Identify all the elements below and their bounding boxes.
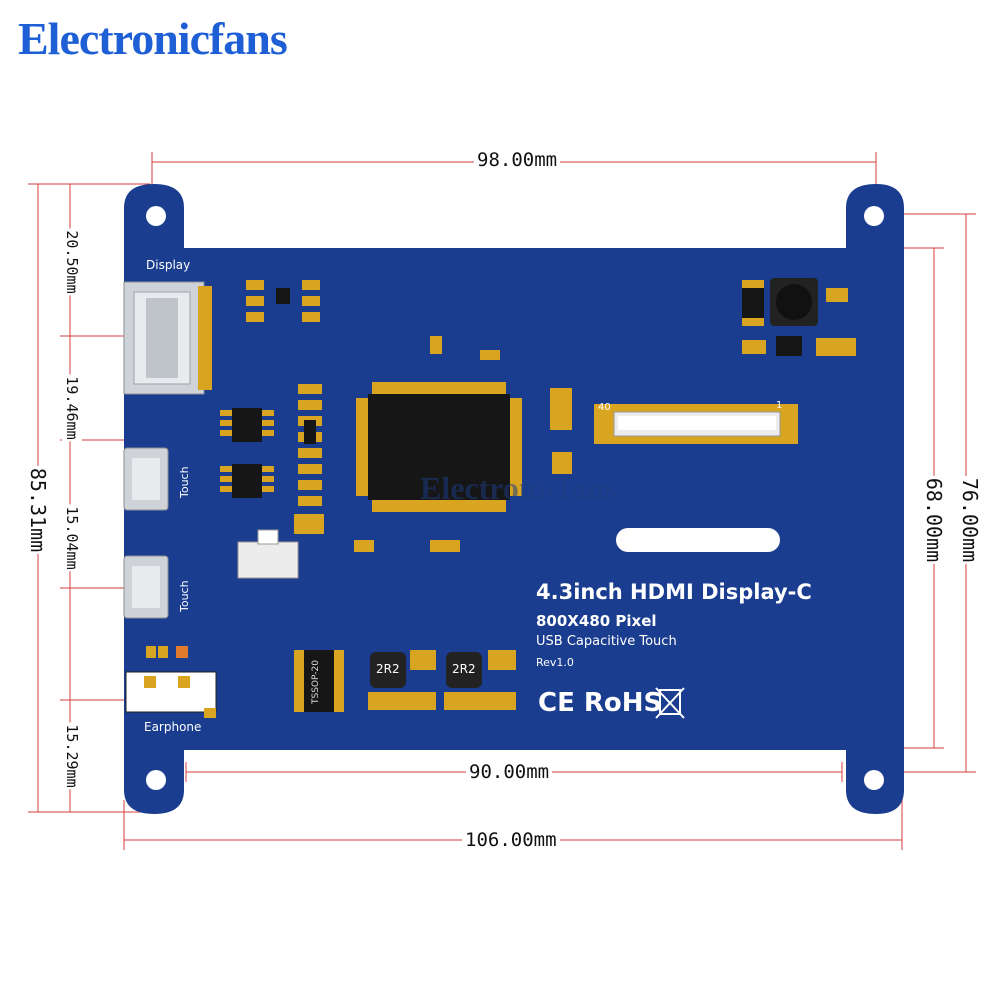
usb-port-1 [123, 447, 169, 511]
product-title: 4.3inch HDMI Display-C [536, 580, 812, 604]
dim-usb-spacing: 15.04mm [62, 504, 82, 572]
dim-total-width: 106.00mm [462, 830, 560, 850]
dim-top-width: 98.00mm [474, 150, 561, 170]
dim-board-height: 68.00mm [922, 475, 946, 565]
inductor-1 [368, 650, 436, 710]
usb-port-2 [123, 555, 169, 619]
earphone-label: Earphone [144, 720, 202, 734]
dim-earphone-offset: 15.29mm [62, 722, 82, 790]
dim-hole-height: 76.00mm [958, 475, 982, 565]
dim-inner-width: 90.00mm [466, 762, 553, 782]
hdmi-connector [123, 281, 212, 395]
dim-total-height: 85.31mm [26, 465, 50, 555]
board-slot [616, 528, 780, 552]
product-touch-type: USB Capacitive Touch [536, 634, 677, 649]
inductor-1-label: 2R2 [376, 662, 400, 676]
product-revision: Rev1.0 [536, 656, 574, 669]
fpc-connector [594, 404, 798, 444]
brand-logo: Electronicfans [18, 13, 288, 64]
watermark: Electronicfans [420, 470, 617, 506]
power-section [742, 278, 856, 356]
touch-port-2-label: Touch [178, 580, 191, 612]
display-port-label: Display [146, 258, 191, 272]
certification-logos: CE RoHS [538, 688, 663, 718]
tssop-label: TSSOP-20 [311, 660, 321, 704]
fpc-pin-left-label: 40 [598, 402, 611, 413]
dim-display-offset: 20.50mm [62, 228, 82, 296]
top-passives [246, 280, 572, 552]
tssop-chip [294, 650, 344, 712]
inductor-2 [444, 650, 516, 710]
main-ic [356, 382, 522, 512]
earphone-jack [125, 646, 217, 718]
inductor-2-label: 2R2 [452, 662, 476, 676]
dim-hdmi-height: 19.46mm [62, 374, 82, 442]
small-ic-1 [220, 408, 274, 442]
fpc-pin-right-label: 1 [776, 400, 783, 411]
small-ic-2 [220, 464, 274, 498]
touch-port-1-label: Touch [178, 466, 191, 498]
switch-component [237, 529, 299, 579]
recycle-bin-icon [655, 687, 685, 719]
product-resolution: 800X480 Pixel [536, 612, 657, 630]
